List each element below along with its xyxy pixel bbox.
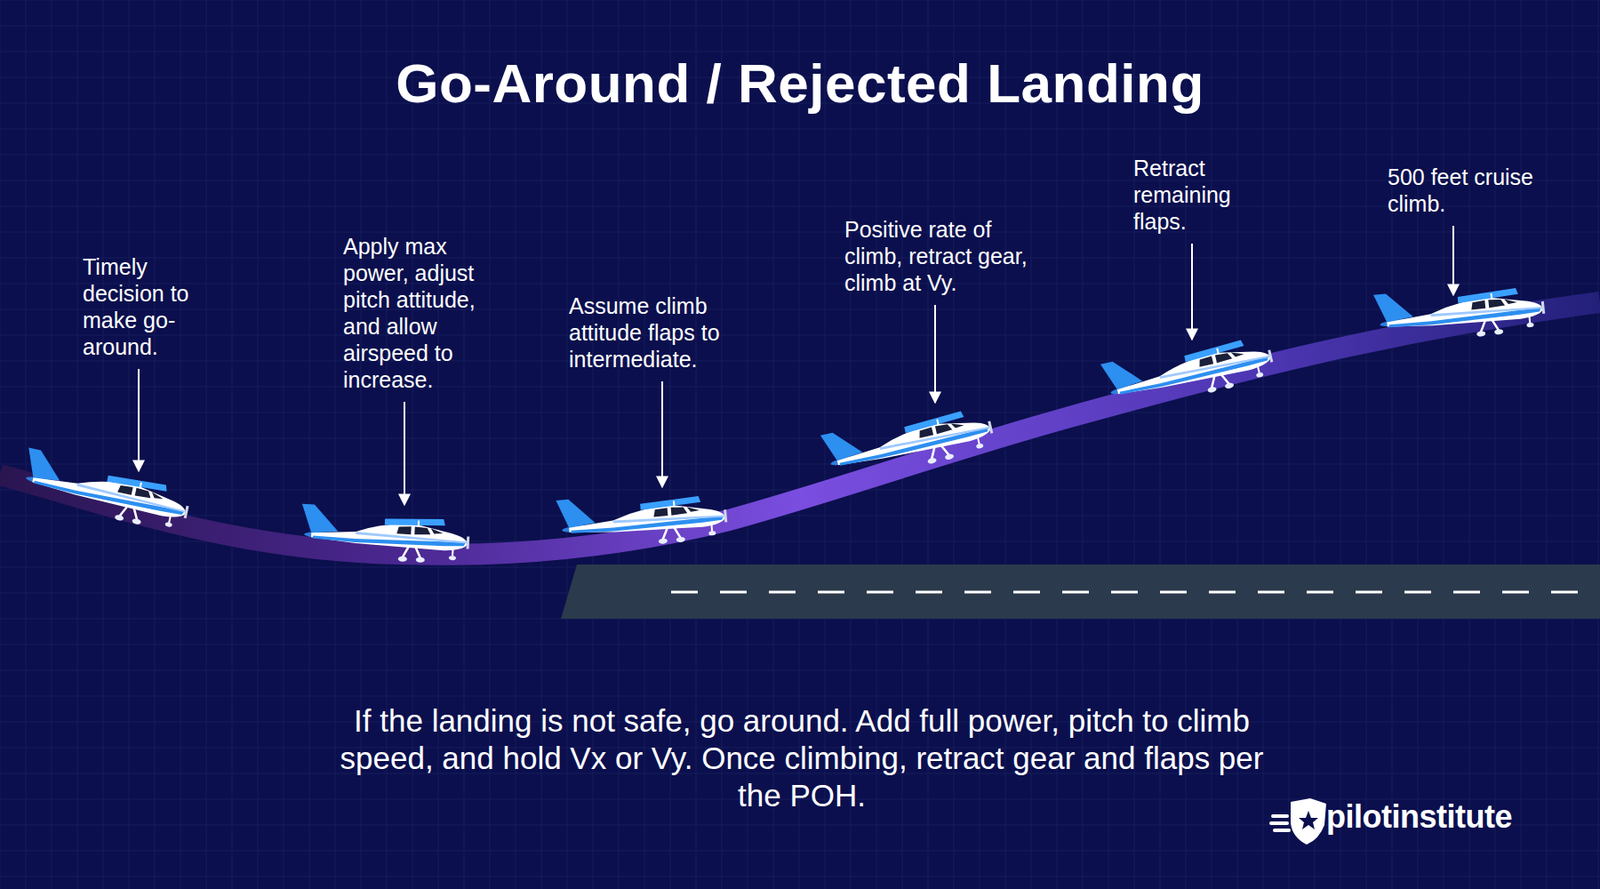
runway-dash: [1160, 591, 1187, 594]
runway-dash: [1502, 591, 1529, 594]
callout-text: Retract remaining flaps.: [1133, 154, 1258, 235]
grid-line: [128, 0, 130, 889]
title: Go-Around / Rejected Landing: [0, 51, 1600, 115]
grid-line: [0, 464, 1600, 465]
grid-line: [257, 0, 259, 889]
callout-text: Positive rate of climb, retract gear, cl…: [844, 216, 1051, 296]
grid-line: [1340, 0, 1342, 889]
runway-dash: [1404, 591, 1432, 594]
leader-arrow: [1452, 225, 1455, 296]
grid-line: [1598, 0, 1600, 889]
grid-line: [0, 0, 1, 889]
runway-dash: [915, 591, 943, 594]
grid-line: [0, 232, 1600, 233]
runway-dash: [720, 591, 747, 594]
grid-line: [1417, 0, 1419, 889]
grid-line: [0, 670, 1600, 672]
grid-line: [0, 0, 1600, 1]
grid-line: [283, 0, 285, 889]
grid-line: [25, 0, 27, 889]
grid-line: [206, 0, 208, 889]
grid-line: [51, 0, 53, 889]
callout-text: Timely decision to make go-around.: [82, 253, 216, 360]
caption: If the landing is not safe, go around. A…: [330, 702, 1273, 815]
grid-line: [0, 206, 1600, 208]
runway-dash: [1013, 591, 1040, 594]
grid-line: [0, 438, 1600, 440]
runway-dash: [1208, 591, 1236, 594]
runway-dash: [964, 591, 992, 594]
runway-dash: [1355, 591, 1383, 594]
grid-line: [0, 644, 1600, 646]
runway-dash: [1306, 591, 1334, 594]
grid-line: [0, 309, 1600, 311]
grid-line: [0, 128, 1600, 130]
grid-line: [1469, 0, 1471, 889]
grid-line: [154, 0, 156, 889]
grid-line: [1366, 0, 1368, 889]
grid-line: [180, 0, 182, 889]
leader-arrow: [661, 381, 664, 488]
runway-dash: [1062, 591, 1089, 594]
grid-line: [1392, 0, 1393, 889]
runway-dash: [1551, 591, 1578, 594]
leader-arrow: [403, 401, 406, 505]
grid-line: [335, 0, 336, 889]
grid-line: [103, 0, 104, 889]
grid-line: [0, 360, 1600, 362]
grid-line: [0, 696, 1600, 697]
grid-line: [1314, 0, 1316, 889]
grid-line: [0, 180, 1600, 182]
grid-line: [1520, 0, 1522, 889]
grid-line: [0, 51, 1600, 53]
runway-dash: [817, 591, 845, 594]
grid-line: [0, 412, 1600, 414]
runway-dash: [866, 591, 894, 594]
watermark: pilotinstitute: [1326, 798, 1512, 836]
grid-line: [0, 850, 1600, 852]
grid-line: [77, 0, 79, 889]
grid-line: [1288, 0, 1290, 889]
leader-arrow: [934, 304, 936, 403]
runway-dash: [1111, 591, 1138, 594]
runway-dash: [768, 591, 796, 594]
runway-dash: [1257, 591, 1285, 594]
grid-line: [1443, 0, 1445, 889]
callout-text: Apply max power, adjust pitch attitude, …: [343, 232, 508, 393]
callout-text: Assume climb attitude flaps to intermedi…: [568, 292, 760, 373]
grid-line: [1572, 0, 1574, 889]
grid-line: [0, 515, 1600, 517]
callout-text: 500 feet cruise climb.: [1387, 163, 1541, 217]
grid-line: [0, 25, 1600, 27]
grid-line: [232, 0, 233, 889]
runway-dash: [1453, 591, 1480, 594]
grid-line: [0, 386, 1600, 388]
grid-line: [0, 257, 1600, 259]
grid-line: [0, 283, 1600, 285]
grid-line: [1495, 0, 1496, 889]
leader-arrow: [1191, 243, 1193, 340]
grid-line: [0, 876, 1600, 878]
grid-line: [309, 0, 311, 889]
leader-arrow: [137, 368, 140, 472]
grid-line: [0, 154, 1600, 156]
grid-line: [1546, 0, 1548, 889]
runway-dash: [671, 591, 698, 594]
